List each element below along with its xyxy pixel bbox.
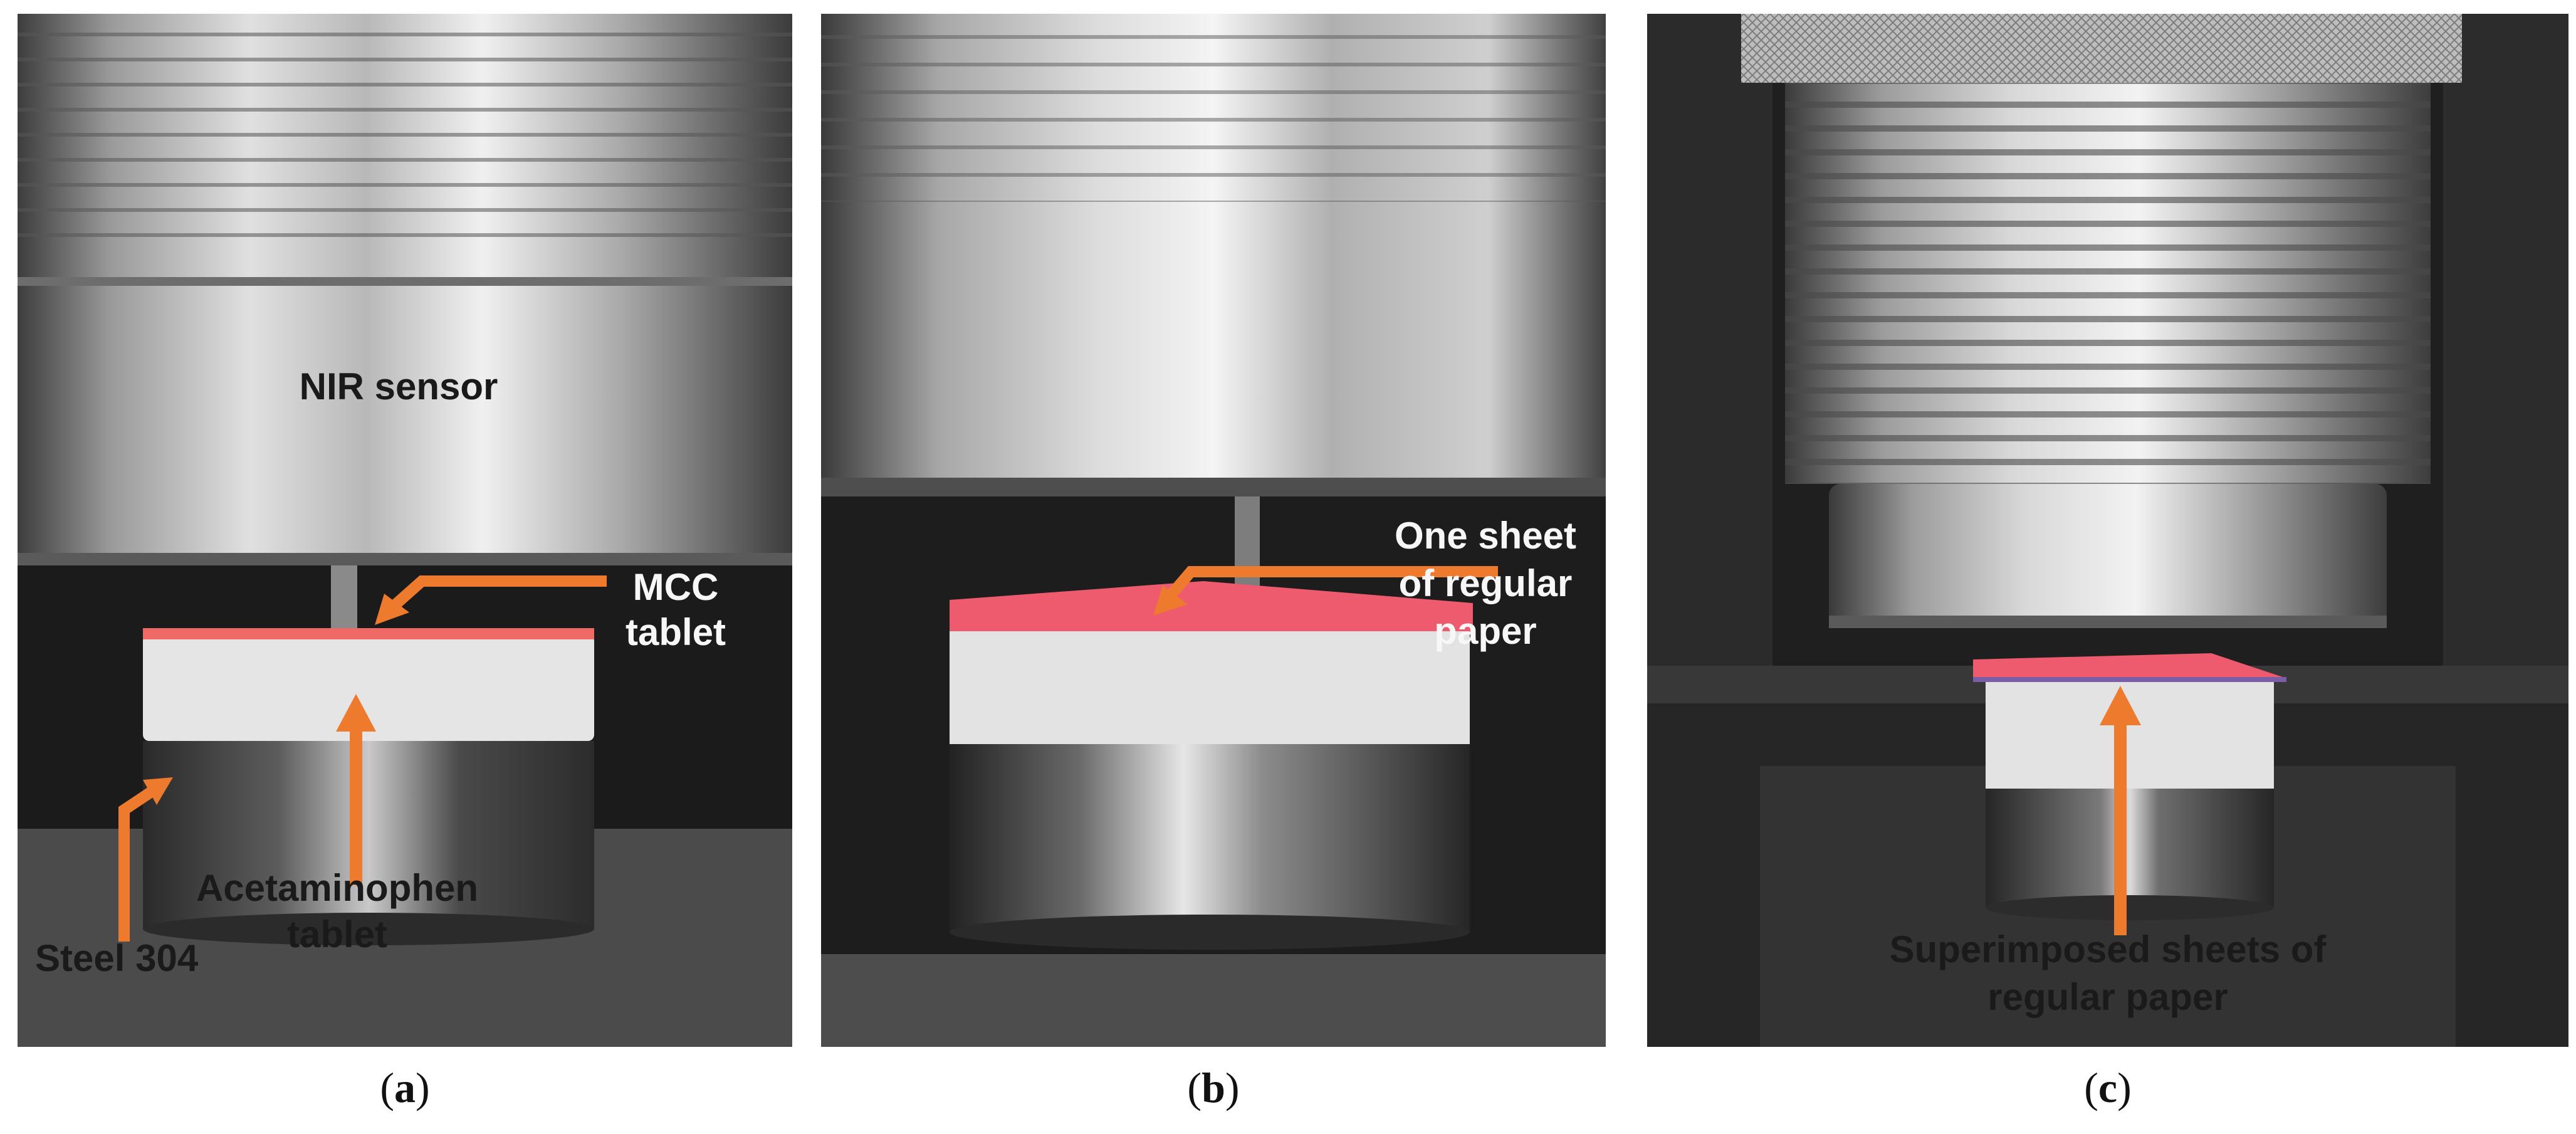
photo-panel-c: Superimposed sheets of regular paper — [1647, 14, 2568, 1047]
mcc-arrow — [390, 575, 607, 611]
paper-stack — [1973, 653, 2286, 680]
acetaminophen-label-line1: Acetaminophen — [196, 867, 479, 909]
caption-a: (a) — [380, 1064, 430, 1111]
panel-a-scene — [18, 14, 792, 1047]
photo-panel-a: NIR sensor MCC tablet Acetaminophen tabl… — [18, 14, 792, 1047]
paper-label-line2: of regular — [1398, 562, 1573, 604]
photo-panel-b: One sheet of regular paper — [821, 14, 1606, 1047]
stack-label-line2: regular paper — [1987, 976, 2228, 1018]
paper-label-line3: paper — [1434, 610, 1537, 652]
steel-arrow — [118, 777, 173, 942]
mcc-label-line2: tablet — [625, 611, 726, 653]
stack-arrow — [2100, 686, 2141, 935]
caption-b: (b) — [1187, 1064, 1240, 1111]
paper-label-line1: One sheet — [1394, 515, 1577, 557]
mcc-arrow-head — [375, 594, 409, 625]
steel-label: Steel 304 — [35, 937, 199, 979]
panel-b-scene — [821, 14, 1606, 1047]
acetaminophen-label-line2: tablet — [286, 913, 388, 955]
paper-arrow — [1153, 566, 1498, 616]
acetaminophen-arrow — [336, 694, 376, 885]
paper-sheet — [950, 581, 1473, 631]
mcc-label-line1: MCC — [632, 566, 719, 608]
panel-c-scene — [1647, 14, 2568, 1047]
sensor-label: NIR sensor — [299, 365, 498, 407]
stack-label-line1: Superimposed sheets of — [1889, 928, 2327, 970]
caption-c: (c) — [2084, 1064, 2132, 1111]
